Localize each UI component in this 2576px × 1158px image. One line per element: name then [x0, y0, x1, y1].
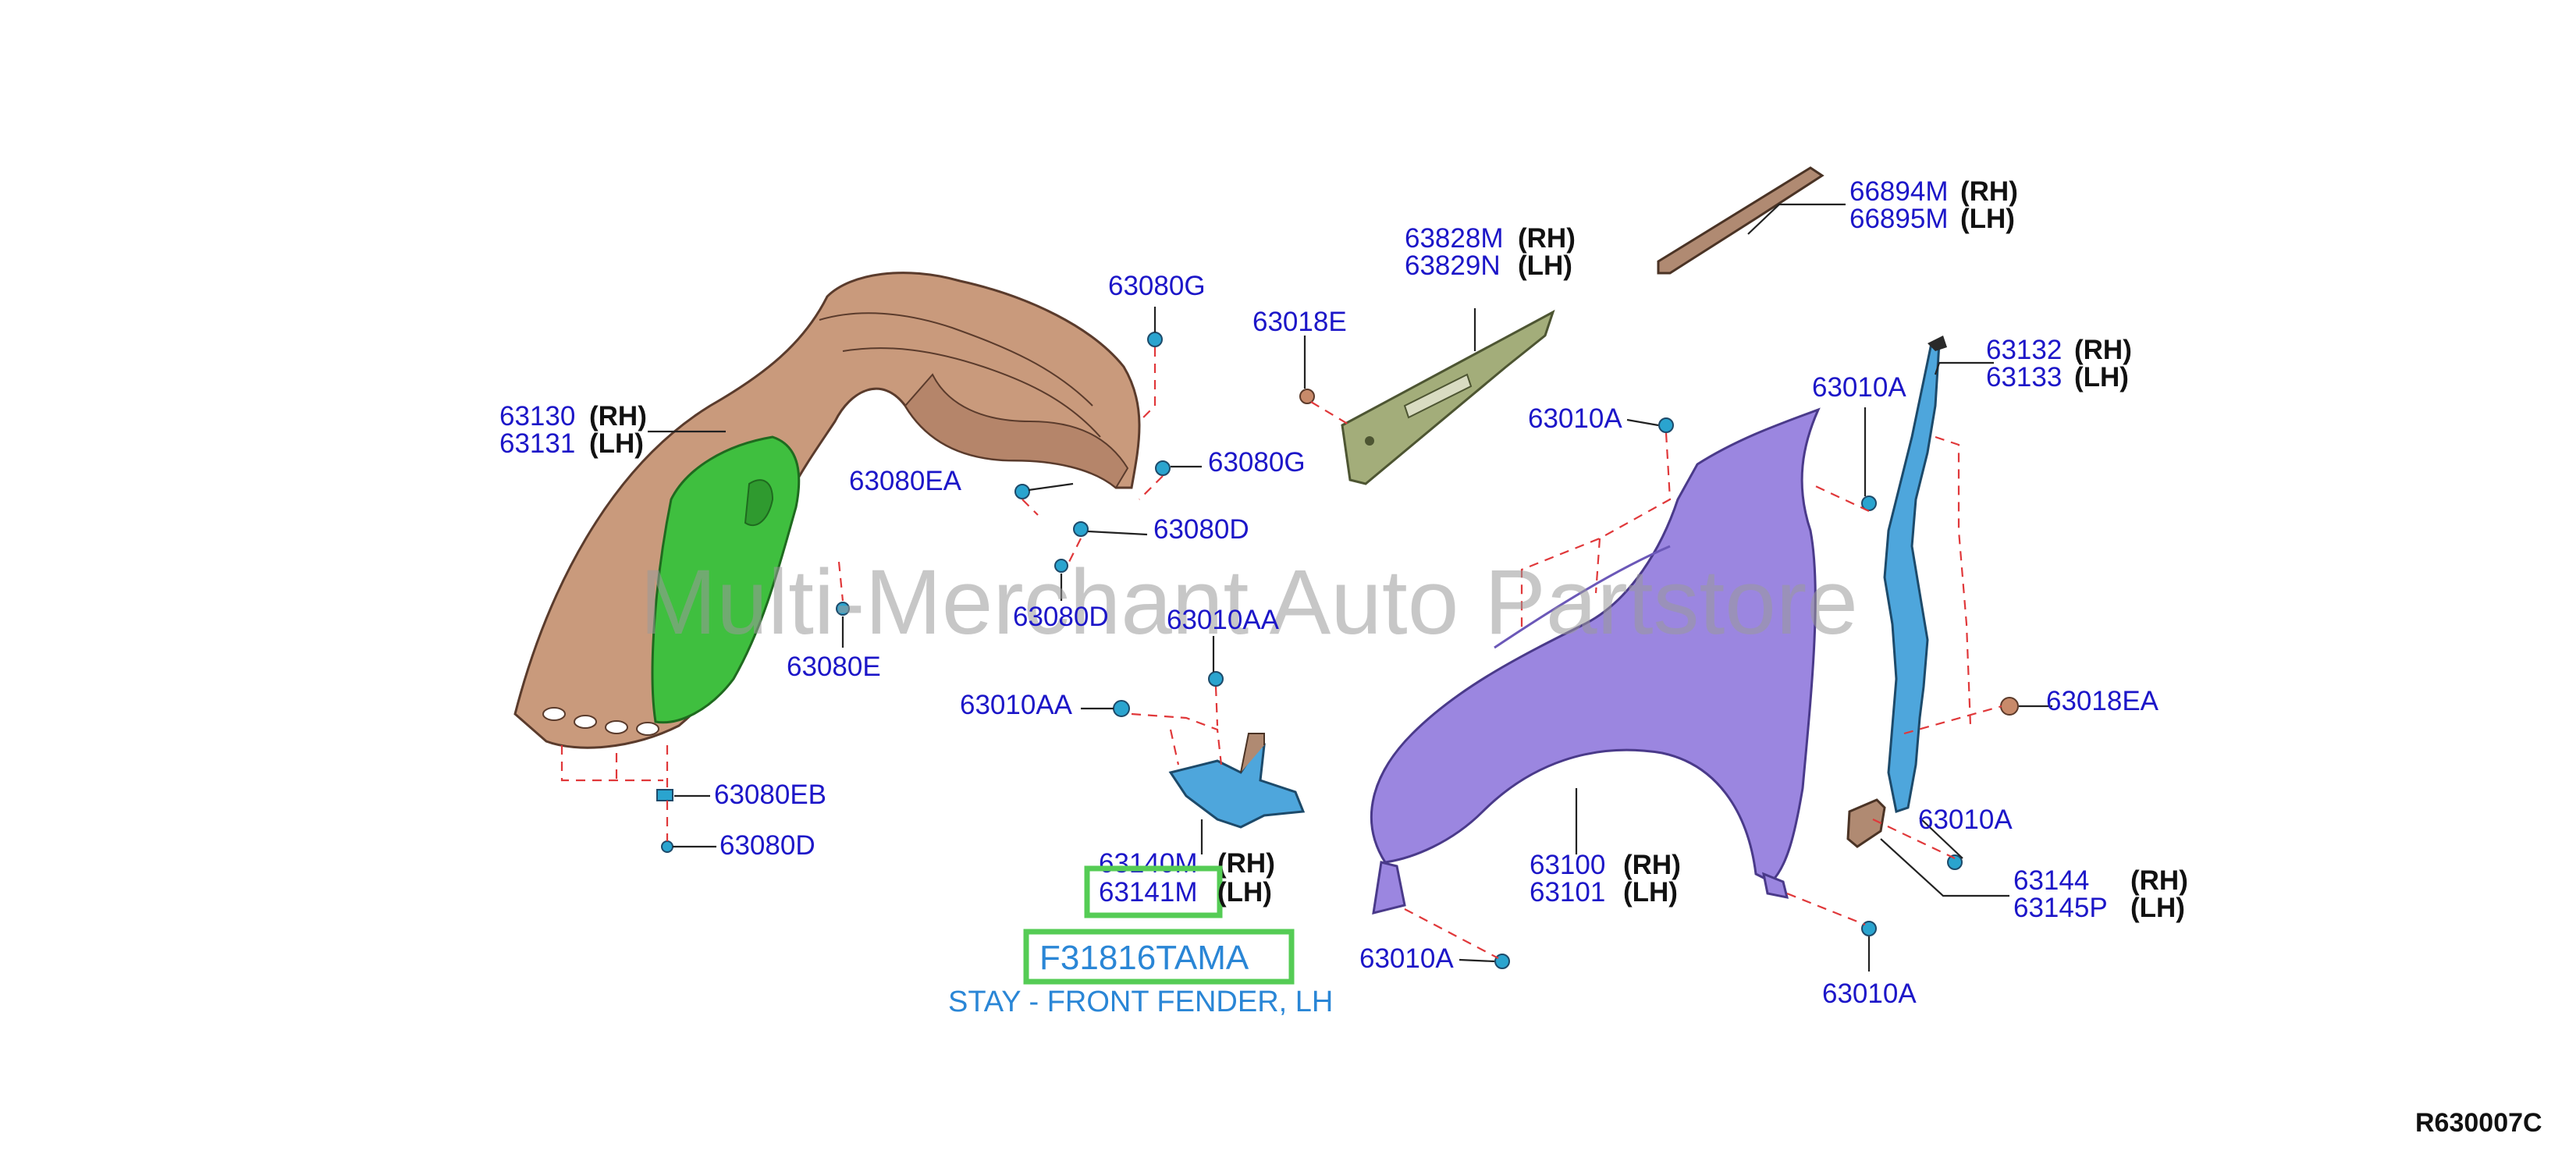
part-number-63080G[interactable]: 63080G	[1108, 271, 1206, 301]
part-number-63131[interactable]: 63131	[499, 428, 575, 459]
part-number-63080D[interactable]: 63080D	[720, 830, 815, 861]
part-number-63018E[interactable]: 63018E	[1252, 307, 1347, 337]
part-number-63080EA[interactable]: 63080EA	[849, 466, 962, 496]
fender-protector-illustration	[513, 272, 1141, 749]
fender-seal-illustration	[1341, 309, 1555, 485]
part-number-63080E[interactable]: 63080E	[787, 652, 881, 682]
front-fender-illustration	[1370, 407, 1821, 915]
part-number-63080D[interactable]: 63080D	[1153, 514, 1249, 545]
part-number-63101[interactable]: 63101	[1530, 877, 1605, 908]
part-number-63829N[interactable]: 63829N	[1405, 250, 1501, 281]
side-rh: (RH)	[1217, 848, 1275, 879]
fender-stay-illustration	[1168, 733, 1306, 829]
side-rh: (RH)	[1960, 176, 2018, 207]
side-lh: (LH)	[2074, 362, 2129, 393]
watermark: Multi-Merchant Auto Partstore	[640, 551, 1858, 654]
side-lh: (LH)	[1518, 250, 1572, 281]
part-number-63010AA[interactable]: 63010AA	[1167, 605, 1280, 635]
bracket-illustration	[1846, 798, 1886, 848]
fasteners	[656, 332, 2019, 969]
callout-labels: 63130 (RH) 63131 (LH) 63080G 63080G 6308…	[499, 176, 2188, 1009]
side-rh: (RH)	[2130, 865, 2188, 896]
part-number-63828M[interactable]: 63828M	[1405, 223, 1503, 254]
part-number-63010AA[interactable]: 63010AA	[960, 690, 1073, 720]
highlight-box-63141M	[1084, 865, 1223, 918]
assembly-guides	[560, 347, 2002, 959]
part-number-63018EA[interactable]: 63018EA	[2046, 686, 2159, 716]
highlight-box-part-number	[1023, 929, 1295, 985]
part-number-63144[interactable]: 63144	[2013, 865, 2089, 896]
leader-lines	[648, 203, 2052, 972]
part-number-63080G[interactable]: 63080G	[1208, 447, 1306, 478]
side-lh: (LH)	[1960, 204, 2015, 234]
part-number-63130[interactable]: 63130	[499, 401, 575, 432]
part-number-63141M[interactable]: 63141M	[1099, 877, 1197, 908]
part-number-63010A[interactable]: 63010A	[1822, 979, 1917, 1009]
part-number-63132[interactable]: 63132	[1986, 335, 2062, 365]
side-lh: (LH)	[1217, 877, 1272, 908]
part-number-63133[interactable]: 63133	[1986, 362, 2062, 393]
side-lh: (LH)	[2130, 893, 2185, 923]
part-number-63080EB[interactable]: 63080EB	[714, 780, 826, 810]
part-number-66894M[interactable]: 66894M	[1849, 176, 1948, 207]
part-number-63140M[interactable]: 63140M	[1099, 848, 1197, 879]
part-number-63010A[interactable]: 63010A	[1918, 805, 2013, 835]
highlighted-part: F31816TAMA STAY - FRONT FENDER, LH	[948, 929, 1333, 1018]
part-number-63010A[interactable]: 63010A	[1812, 372, 1906, 403]
molding-strip-illustration	[1657, 166, 1825, 275]
side-lh: (LH)	[1623, 877, 1678, 908]
part-number-63100[interactable]: 63100	[1530, 850, 1605, 880]
part-number-63010A[interactable]: 63010A	[1359, 943, 1454, 974]
highlighted-part-number[interactable]: F31816TAMA	[1039, 939, 1249, 977]
diagram-code: R630007C	[2415, 1108, 2542, 1138]
highlighted-part-description: STAY - FRONT FENDER, LH	[948, 986, 1333, 1018]
side-rh: (RH)	[1623, 850, 1681, 880]
side-lh: (LH)	[589, 428, 644, 459]
part-number-63080D[interactable]: 63080D	[1013, 602, 1109, 632]
fender-baffle-illustration	[1883, 336, 1947, 813]
side-rh: (RH)	[2074, 335, 2132, 365]
side-rh: (RH)	[1518, 223, 1576, 254]
part-number-63010A[interactable]: 63010A	[1528, 403, 1622, 434]
part-number-63145P[interactable]: 63145P	[2013, 893, 2108, 923]
part-number-66895M[interactable]: 66895M	[1849, 204, 1948, 234]
side-rh: (RH)	[589, 401, 647, 432]
